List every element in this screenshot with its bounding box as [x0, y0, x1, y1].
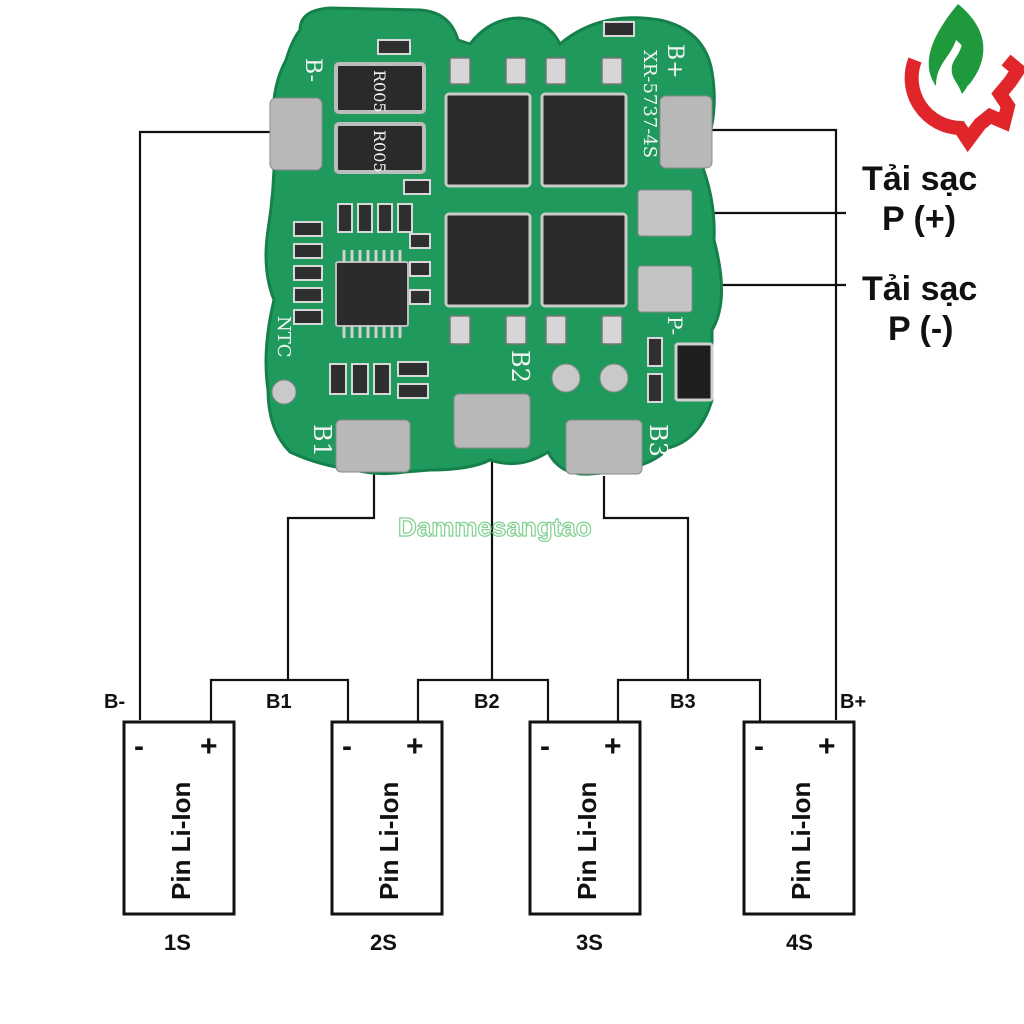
pad-p-minus — [637, 265, 693, 313]
cell-body — [528, 720, 642, 916]
logo-icon — [904, 4, 1024, 153]
pad-p-plus — [637, 189, 693, 237]
silk-b2: B2 — [506, 350, 534, 383]
shunt-resistor-2 — [334, 122, 426, 174]
cell-minus: - — [540, 730, 550, 763]
jumper-2s-3s — [416, 678, 550, 722]
label-b2: B2 — [474, 691, 500, 713]
silk-b3: B3 — [644, 424, 672, 457]
cell-plus: + — [200, 730, 218, 763]
wires — [138, 128, 846, 722]
load-plus-line2: P (+) — [882, 200, 956, 238]
cell-minus: - — [134, 730, 144, 763]
pad-bplus — [659, 95, 713, 169]
ic-pins — [342, 250, 402, 338]
silk-bplus: B+ — [662, 44, 687, 79]
logo-flame-outer — [928, 4, 984, 86]
silk-p-minus: P- — [663, 316, 687, 335]
cell-name: Pin Li-Ion — [786, 782, 816, 900]
cell-plus: + — [406, 730, 424, 763]
cell-name: Pin Li-Ion — [374, 782, 404, 900]
cell-name: Pin Li-Ion — [166, 782, 196, 900]
pad-bminus — [269, 97, 323, 171]
cell-series: 2S — [370, 930, 397, 955]
label-b1: B1 — [266, 691, 292, 713]
silk-b1: B1 — [308, 424, 336, 457]
cell-series: 1S — [164, 930, 191, 955]
wire-b3 — [602, 476, 690, 680]
cell-series: 3S — [576, 930, 603, 955]
load-minus-line2: P (-) — [888, 310, 953, 348]
wire-b1 — [286, 472, 376, 680]
cell-plus: + — [818, 730, 836, 763]
cell-body — [742, 720, 856, 916]
jumper-1s-2s — [209, 678, 350, 722]
smd-components — [293, 21, 663, 403]
wire-bminus — [138, 130, 270, 720]
watermark: Dammesangtao — [398, 512, 592, 542]
mosfet-pins — [449, 57, 623, 345]
wire-bplus — [712, 128, 838, 720]
test-point — [551, 363, 581, 393]
pad-b3 — [565, 419, 643, 475]
control-ic — [335, 261, 409, 327]
logo-flame-inner — [951, 44, 973, 94]
cell-body — [330, 720, 444, 916]
pad-b1 — [335, 419, 411, 473]
label-b3: B3 — [670, 691, 696, 713]
cell-name: Pin Li-Ion — [572, 782, 602, 900]
cell-2s: - + Pin Li-Ion 2S — [330, 720, 444, 955]
load-plus-line1: Tải sạc — [862, 160, 977, 198]
cell-body — [122, 720, 236, 916]
silk-board-id: XR-5737-4S — [639, 50, 660, 158]
test-point — [599, 363, 629, 393]
label-bminus: B- — [104, 691, 125, 713]
diode — [674, 342, 714, 402]
cell-3s: - + Pin Li-Ion 3S — [528, 720, 642, 955]
cell-minus: - — [342, 730, 352, 763]
mosfets — [444, 92, 628, 308]
logo-gear — [904, 54, 1024, 153]
label-bplus: B+ — [840, 691, 866, 713]
silk-ntc: NTC — [273, 316, 294, 358]
shunt-code-2: R005 — [370, 130, 389, 173]
bms-board: B- B+ XR-5737-4S P- NTC B1 B2 B3 R005 R0… — [264, 6, 723, 476]
jumper-3s-4s — [616, 678, 762, 722]
cell-plus: + — [604, 730, 622, 763]
shunt-code-1: R005 — [370, 70, 389, 113]
cell-4s: - + Pin Li-Ion 4S — [742, 720, 856, 955]
shunt-resistor-1 — [334, 62, 426, 114]
pad-b2 — [453, 393, 531, 449]
silk-bminus: B- — [300, 58, 325, 82]
cell-minus: - — [754, 730, 764, 763]
cell-1s: - + Pin Li-Ion 1S — [122, 720, 236, 955]
cell-series: 4S — [786, 930, 813, 955]
load-minus-line1: Tải sạc — [862, 270, 977, 308]
test-point — [271, 379, 297, 405]
